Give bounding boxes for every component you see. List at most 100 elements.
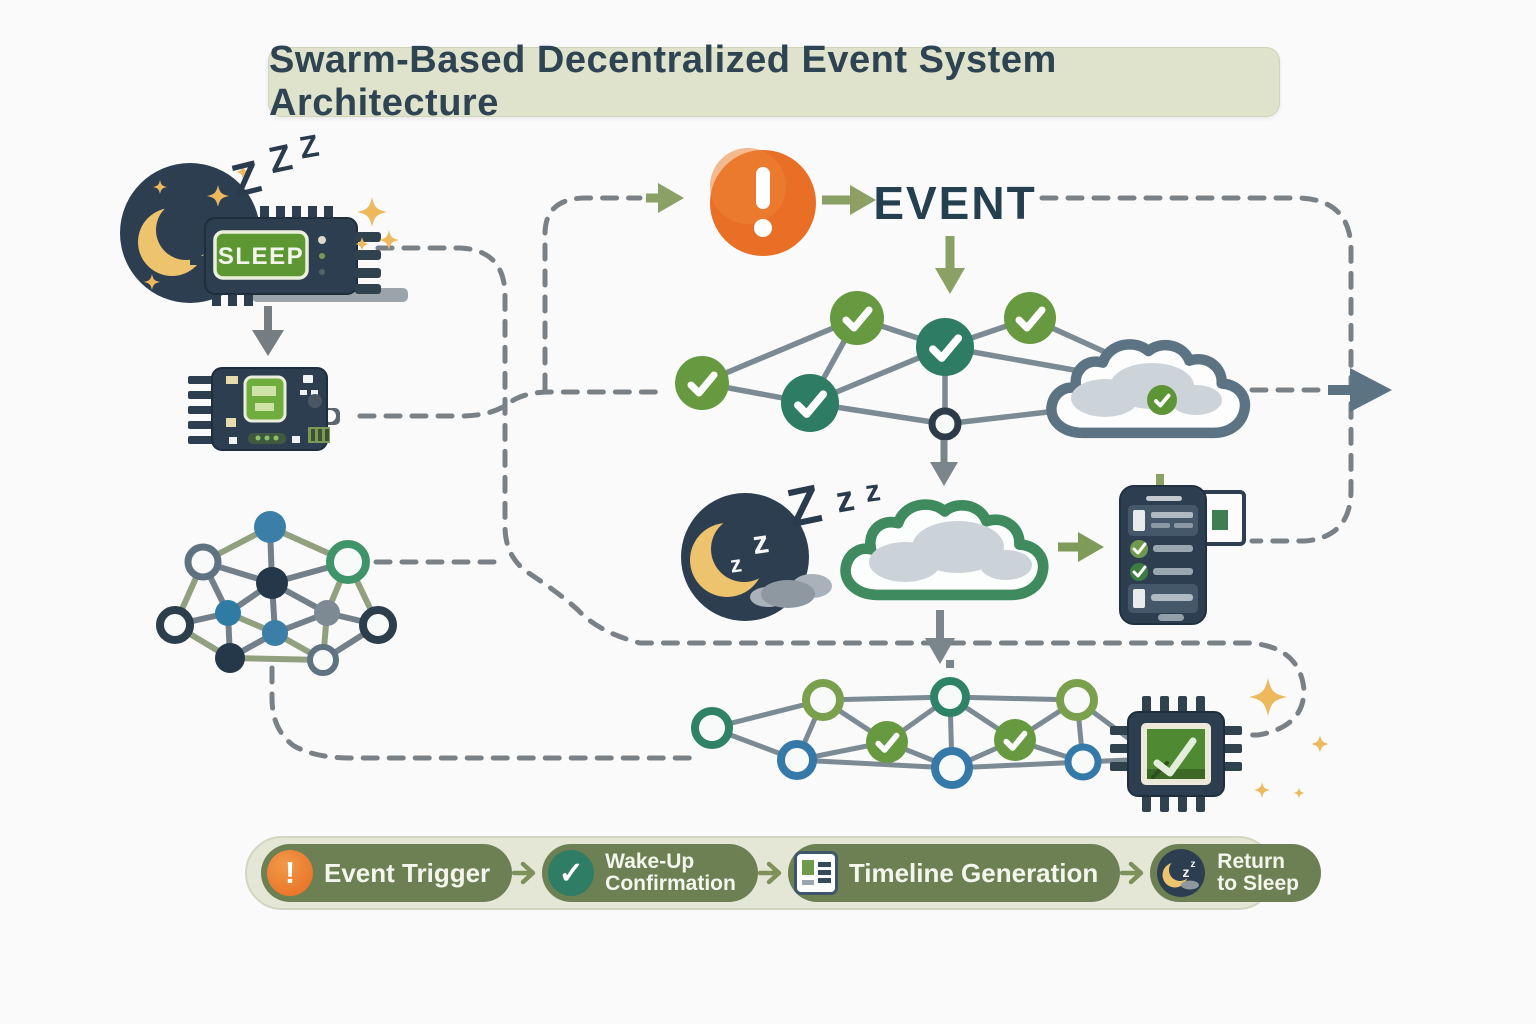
wakeup-swarm-network <box>675 291 1108 441</box>
node <box>777 740 817 780</box>
exclamation-dot <box>754 219 772 237</box>
legend-item-return-to-sleep: z z Return to Sleep <box>1150 844 1321 902</box>
attachment-square <box>1212 510 1228 530</box>
node <box>215 643 245 673</box>
sparkle-icon <box>357 197 387 227</box>
legend-label: Return to Sleep <box>1217 851 1299 895</box>
event-trigger: EVENT <box>646 148 1036 294</box>
dash-network-to-bottom <box>269 665 693 761</box>
node <box>1056 679 1098 721</box>
node <box>254 511 286 543</box>
phone-home-button <box>1158 614 1184 621</box>
sleep-mode-moon: z z Z z z <box>681 474 882 621</box>
arrow-event-down <box>935 268 965 294</box>
sleep-screen-label: SLEEP <box>218 243 304 270</box>
node <box>314 600 340 626</box>
dash-sleep-to-timeline-loop <box>375 245 1307 738</box>
dash-event-to-phone-loop <box>1039 195 1354 544</box>
confirmation-cloud <box>1046 339 1251 439</box>
board-chip <box>243 375 287 423</box>
node <box>1064 743 1102 781</box>
legend-label: Wake-Up Confirmation <box>605 851 736 895</box>
cloud-check-badge <box>1147 385 1177 415</box>
arrow-cloud-out <box>1328 368 1392 412</box>
legend-label-line: Return <box>1217 850 1285 874</box>
legend-bar: ! Event Trigger ✓ Wake-Up Confirmation T… <box>245 836 1321 910</box>
confirmed-node <box>866 721 908 763</box>
legend-label-line: Confirmation <box>605 872 736 895</box>
consensus-network <box>691 677 1131 789</box>
node <box>802 679 844 721</box>
sleep-cloud <box>840 499 1049 601</box>
small-cloud-icon <box>761 580 815 608</box>
led-icon <box>318 236 326 244</box>
zzz-letter: z <box>832 477 857 521</box>
timeline-line <box>1153 545 1193 552</box>
node <box>262 620 288 646</box>
arrow-event-label <box>850 185 876 215</box>
check-icon: ✓ <box>548 850 595 896</box>
sparkle-icon <box>1293 787 1305 799</box>
arrow-into-event <box>658 183 684 213</box>
zzz-letter: z <box>863 474 882 509</box>
legend-arrow-icon <box>1120 861 1144 885</box>
arrow-sleep-to-board <box>252 306 284 356</box>
exclamation-icon <box>756 167 770 209</box>
node <box>307 644 339 676</box>
sparkle-icon <box>1254 782 1270 798</box>
timeline-line <box>1153 568 1193 575</box>
success-check-icon <box>1153 737 1197 777</box>
node <box>184 543 222 581</box>
zzz-letter: Z <box>297 128 322 166</box>
node <box>156 606 194 644</box>
event-circle-hl <box>710 148 786 224</box>
moon-z: z <box>728 550 743 577</box>
zzz-letter: Z <box>265 136 296 181</box>
confirmed-node <box>994 719 1036 761</box>
moon-z: z <box>750 523 771 561</box>
idle-mesh-network <box>156 511 397 676</box>
dashed-connectors <box>269 195 1354 761</box>
moon-icon: z z <box>1157 849 1206 897</box>
legend-label-line: to Sleep <box>1217 872 1299 895</box>
confirmed-node <box>675 291 1056 432</box>
event-label: EVENT <box>873 177 1036 229</box>
timeline-phone <box>1119 485 1246 625</box>
phone-speaker <box>1146 496 1182 501</box>
board-pins <box>188 376 214 444</box>
sleeping-device: Z Z Z SLEEP <box>120 128 408 306</box>
dash-board-to-event <box>542 195 643 392</box>
board-chip-detail <box>255 403 274 411</box>
moon-z: z <box>1191 859 1196 870</box>
legend-label-line: Wake-Up <box>605 850 695 874</box>
sparkle-icon <box>1311 735 1329 753</box>
page-title: Swarm-Based Decentralized Event System A… <box>268 39 1280 124</box>
board-components <box>226 375 330 444</box>
legend-item-event-trigger: ! Event Trigger <box>261 844 513 902</box>
legend-item-timeline-generation: Timeline Generation <box>787 844 1121 902</box>
chip-pins <box>1110 696 1242 812</box>
moon-z: z <box>1183 864 1190 880</box>
legend-label: Timeline Generation <box>848 857 1099 888</box>
chip-pins <box>190 206 333 306</box>
sleep-screen <box>213 230 309 280</box>
node <box>930 677 970 717</box>
legend-item-wakeup-confirmation: ✓ Wake-Up Confirmation <box>542 844 758 902</box>
arrow-sleepcloud-to-phone <box>1058 532 1104 562</box>
board-chip-detail <box>252 386 276 396</box>
result-chip <box>1110 678 1329 812</box>
dash-board-to-swarm <box>357 389 668 419</box>
legend-label: Event Trigger <box>324 857 491 888</box>
timeline-icon <box>793 851 838 895</box>
node <box>215 600 241 626</box>
node <box>359 606 397 644</box>
node <box>931 747 973 789</box>
arrow-to-sleep-cloud <box>930 440 958 486</box>
exclamation-icon: ! <box>267 850 313 896</box>
legend-arrow-icon <box>512 861 536 885</box>
node <box>691 707 733 749</box>
led-icon <box>319 269 325 275</box>
node <box>256 567 288 599</box>
